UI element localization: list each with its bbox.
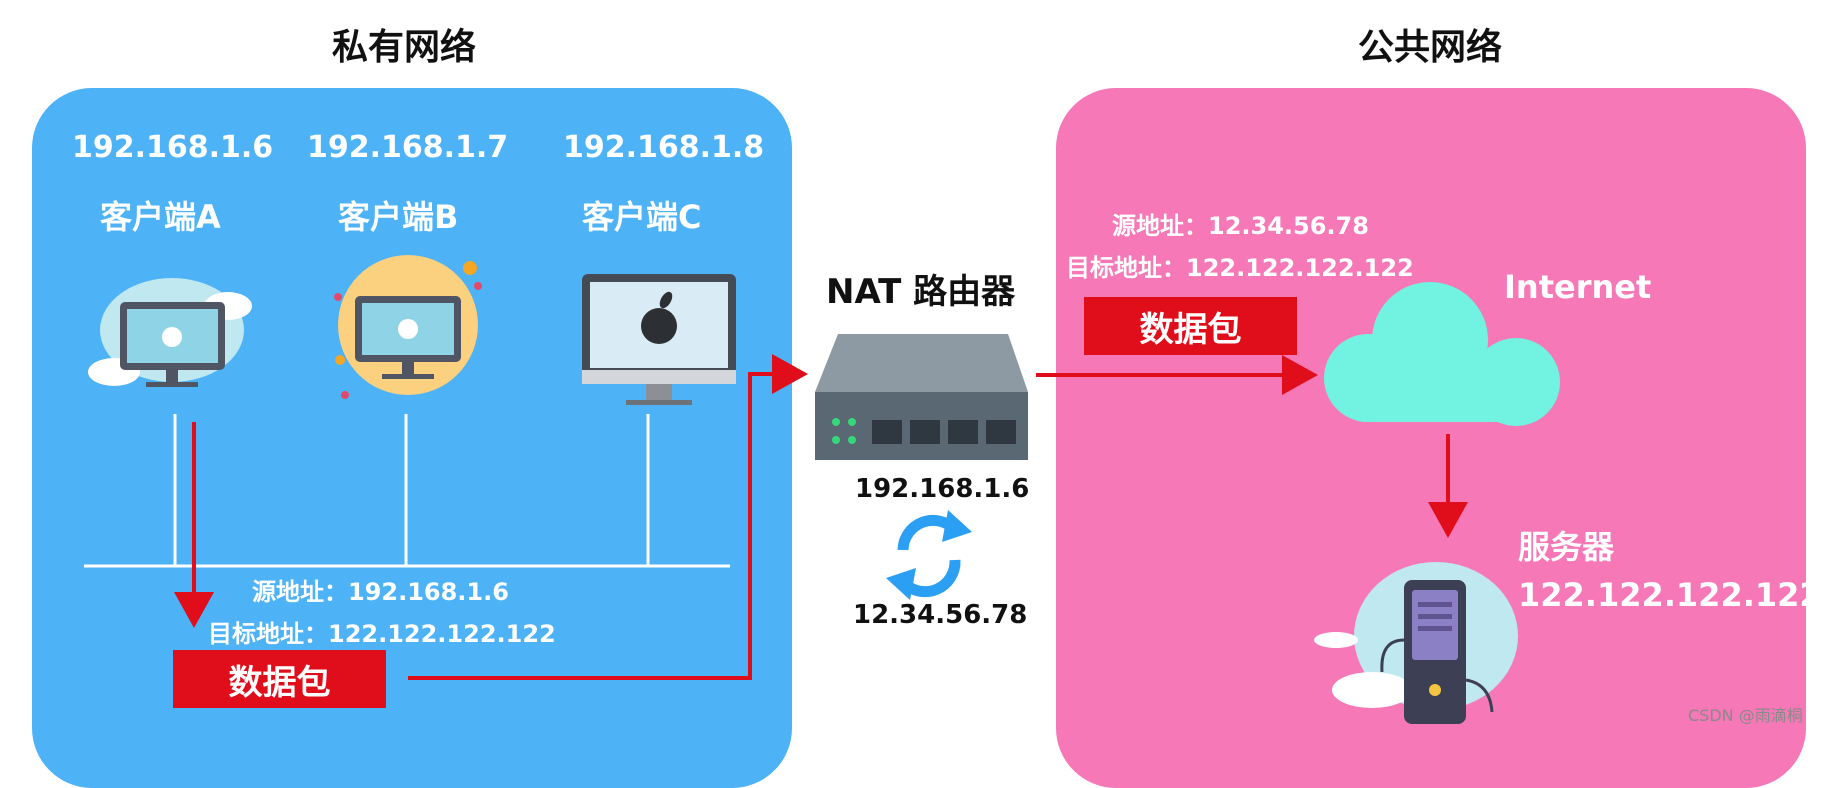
arrow-packet-to-router (408, 354, 808, 680)
public-network-title: 公共网络 (1358, 27, 1503, 68)
monitor-circle-icon (334, 255, 482, 399)
client-c-ip: 192.168.1.8 (563, 130, 765, 165)
network-bus (84, 414, 730, 568)
private-target-address: 目标地址：122.122.122.122 (208, 620, 556, 648)
server-title: 服务器 (1518, 528, 1615, 566)
client-a-ip: 192.168.1.6 (72, 130, 274, 165)
server-icon (1314, 562, 1518, 724)
private-network-panel (32, 88, 792, 788)
public-target-address: 目标地址：122.122.122.122 (1066, 254, 1414, 282)
router-external-ip: 12.34.56.78 (853, 600, 1028, 630)
cloud-icon (1324, 282, 1560, 426)
public-source-address: 源地址：12.34.56.78 (1112, 212, 1369, 240)
client-b-name: 客户端B (338, 198, 459, 236)
monitor-cloud-icon (88, 278, 252, 387)
client-b-ip: 192.168.1.7 (307, 130, 509, 165)
server-ip: 122.122.122.122 (1518, 576, 1822, 614)
diagram-graphics (84, 255, 1560, 724)
private-source-address: 源地址：192.168.1.6 (252, 578, 509, 606)
internet-label: Internet (1504, 268, 1652, 306)
public-packet-label: 数据包 (1084, 297, 1297, 355)
client-a-name: 客户端A (100, 198, 221, 236)
private-packet-label: 数据包 (173, 650, 386, 708)
imac-icon (582, 274, 736, 405)
watermark: CSDN @雨滴桐 (1688, 706, 1803, 725)
router-internal-ip: 192.168.1.6 (855, 474, 1030, 504)
router-title: NAT 路由器 (826, 272, 1016, 312)
router-icon (815, 334, 1028, 460)
private-network-title: 私有网络 (332, 27, 477, 68)
client-c-name: 客户端C (582, 198, 702, 236)
